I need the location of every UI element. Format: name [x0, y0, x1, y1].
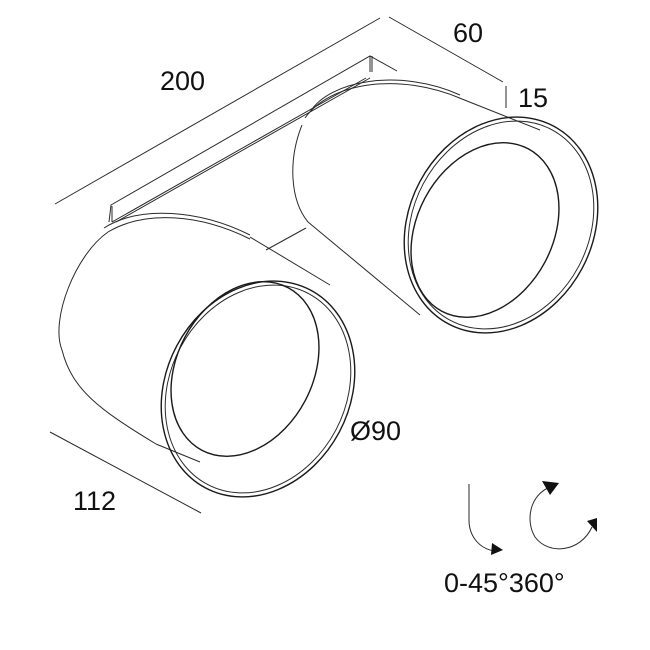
diameter-label: Ø90: [350, 416, 402, 446]
dim-line-width: [388, 16, 504, 83]
connector: [265, 227, 307, 251]
length-label: 200: [160, 66, 206, 96]
rotation-arrow-icon: [529, 481, 597, 550]
tilt-arrow-icon: [468, 484, 503, 555]
back-cylinder: [292, 79, 599, 334]
adjustment-label: 0-45°360°: [444, 568, 565, 598]
dim-line-length: [54, 17, 381, 205]
dim-line-depth: [49, 431, 202, 514]
width-label: 60: [453, 18, 484, 48]
mounting-base: [108, 55, 398, 223]
dimension-lines: [49, 16, 507, 514]
depth-label: 112: [73, 486, 117, 516]
base-height-label: 15: [518, 83, 549, 113]
front-cylinder: [58, 212, 356, 498]
